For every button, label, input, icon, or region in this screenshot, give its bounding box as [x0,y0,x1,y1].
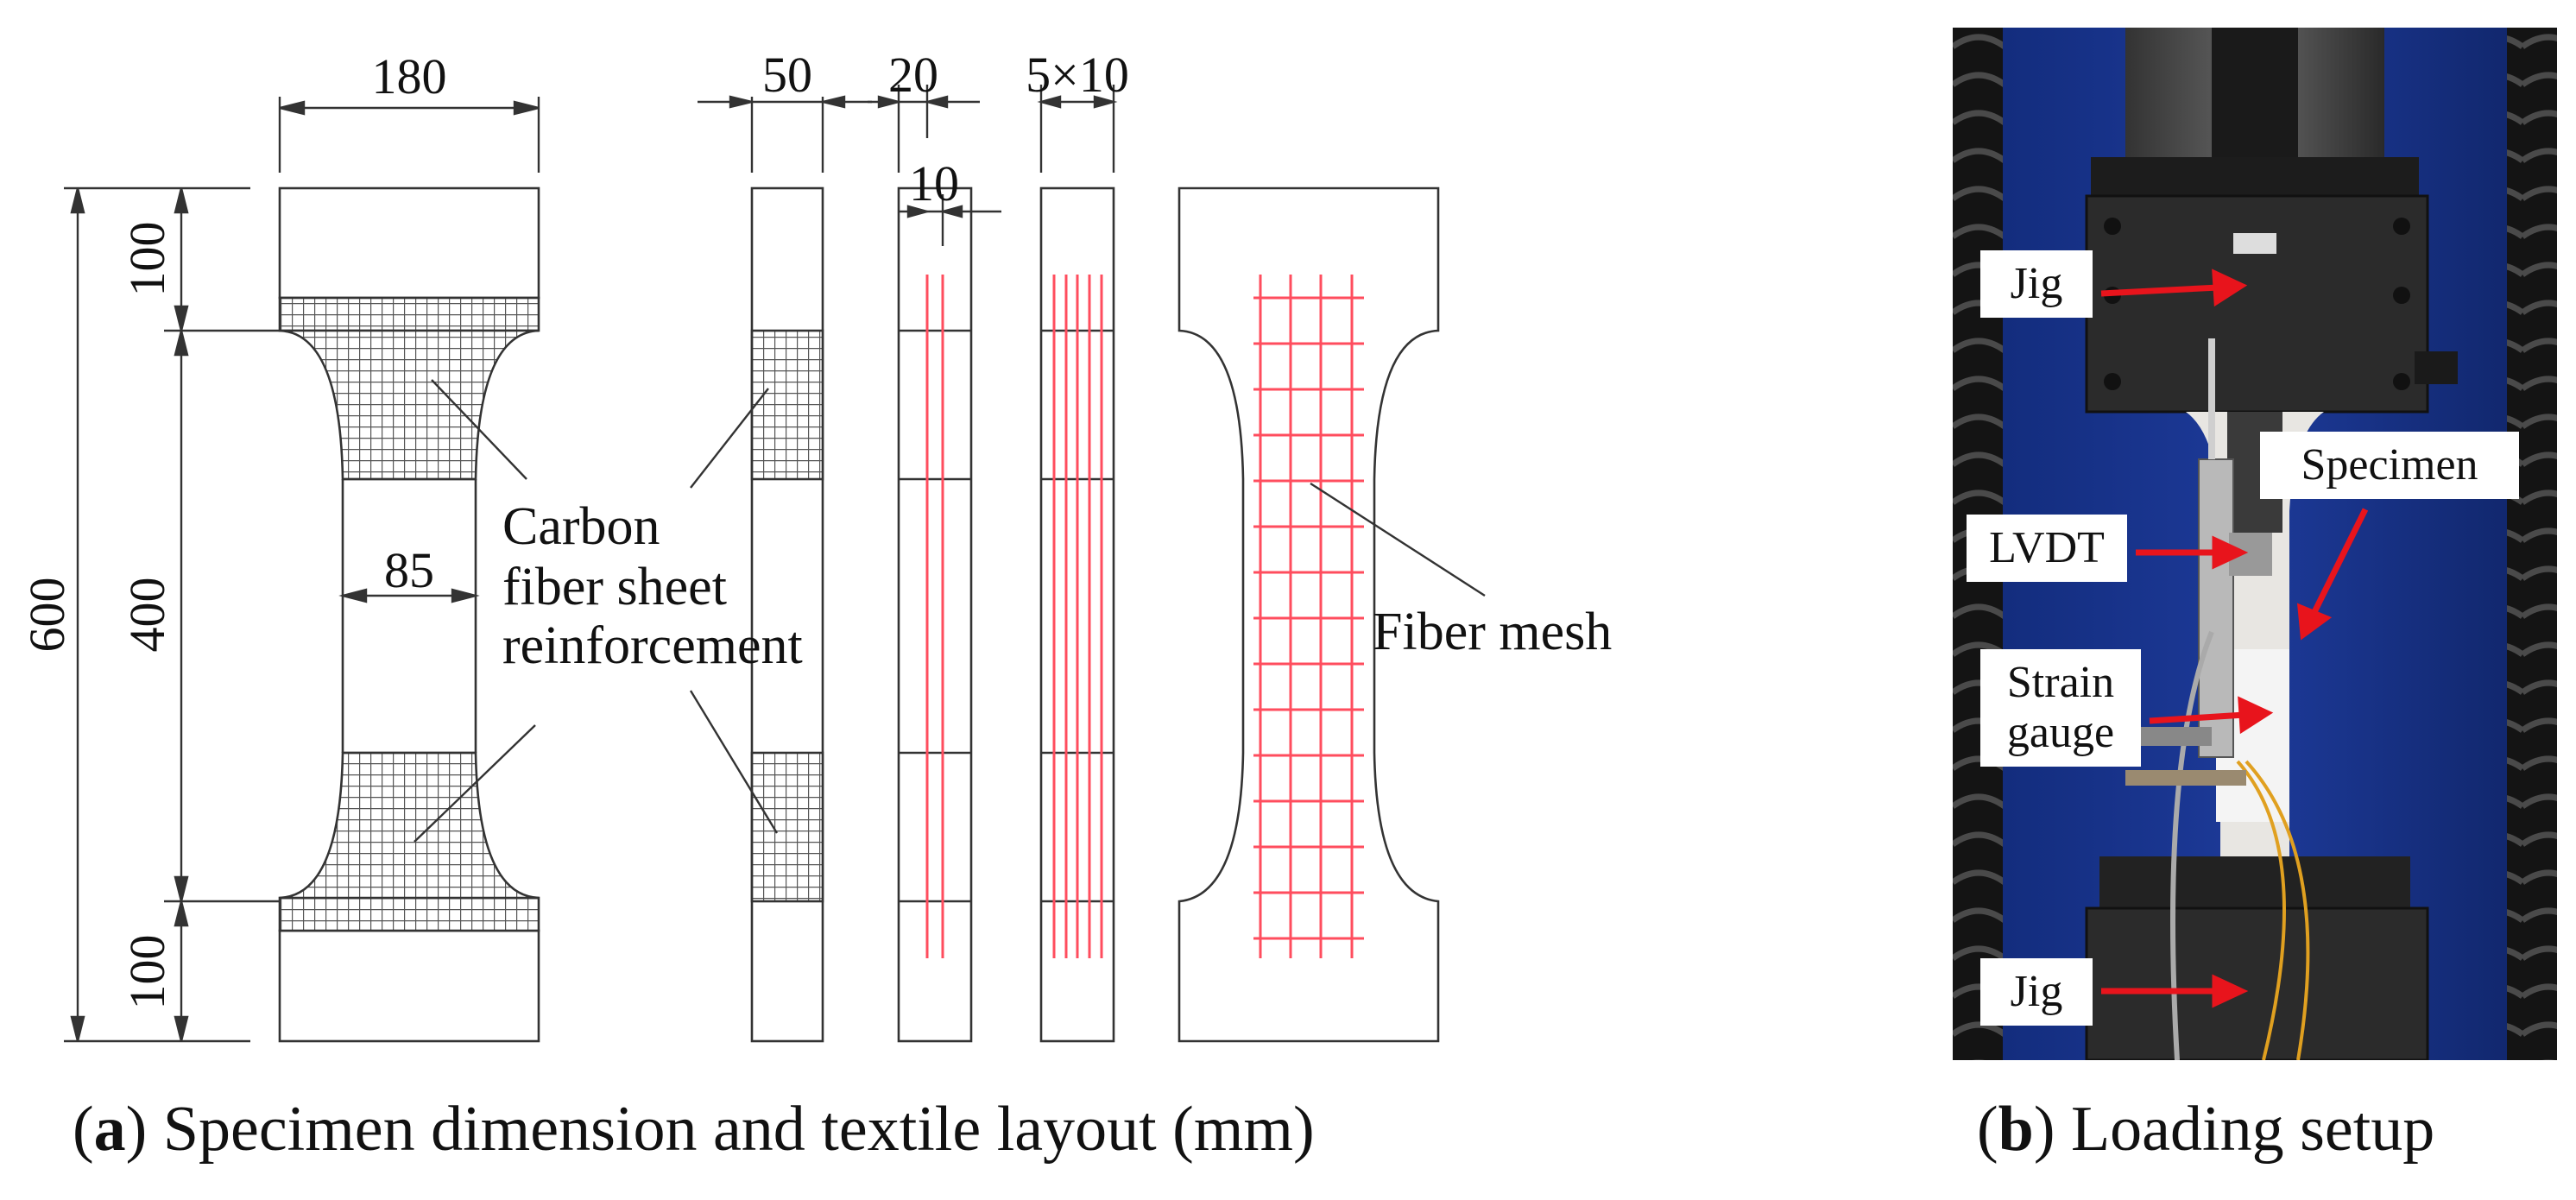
label-jig-bottom: Jig [1980,958,2093,1026]
caption-a: (a) Specimen dimension and textile layou… [73,1094,1315,1165]
side-view [750,186,824,1043]
side-top-cfrp [750,329,824,481]
cfrp-label-line1: Carbon [502,497,660,556]
label-strain-gauge: Strain gauge [1980,649,2141,767]
dim-85: 85 [384,542,434,598]
dim-10: 10 [909,155,959,212]
dim-5x10: 5×10 [1026,47,1129,103]
mesh-view-outline [1178,186,1440,1043]
caption-a-text: Specimen dimension and textile layout (m… [162,1094,1315,1165]
loading-setup-photo [1953,28,2557,1060]
front-top-grip-cfrp [278,296,540,332]
front-bottom-grip-cfrp [278,896,540,932]
fiber-mesh-grid [1253,275,1364,958]
cfrp-label-line3: reinforcement [502,616,803,675]
dimension-lines [64,85,1486,1043]
front-view [278,186,540,1043]
dim-50: 50 [762,47,812,103]
caption-b: (b) Loading setup [1977,1094,2435,1165]
textile-lines [925,275,1103,958]
dim-20: 20 [888,47,938,103]
label-jig-top: Jig [1980,250,2093,319]
front-neck [341,479,477,753]
dim-100-top: 100 [119,222,175,297]
caption-b-text: Loading setup [2070,1094,2435,1165]
dim-180: 180 [372,48,447,104]
side-bottom-cfrp [750,751,824,903]
cfrp-label-line2: fiber sheet [502,558,727,616]
label-strain-gauge-line1: Strain [2006,658,2115,707]
fiber-mesh-label: Fiber mesh [1373,603,1612,661]
caption-a-letter: a [93,1094,126,1165]
label-strain-gauge-line2: gauge [2006,708,2115,758]
caption-b-letter: b [1998,1094,2034,1165]
dim-400: 400 [119,578,175,653]
dim-100-bottom: 100 [119,935,175,1010]
label-specimen: Specimen [2260,432,2519,500]
textile-view-single [897,186,973,1043]
label-lvdt: LVDT [1967,515,2127,583]
side-outline [750,186,824,1043]
dim-600: 600 [19,578,75,653]
